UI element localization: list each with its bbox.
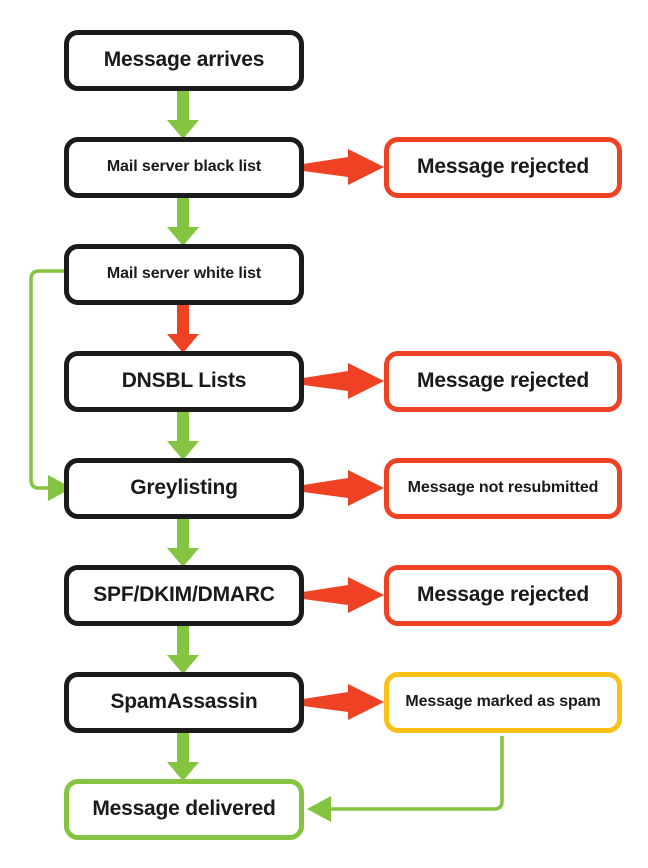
node-label: Greylisting	[130, 476, 238, 500]
node-dnsbl-lists[interactable]: DNSBL Lists	[64, 351, 304, 412]
edge-arrives-to-blacklist	[167, 90, 199, 139]
node-greylisting[interactable]: Greylisting	[64, 458, 304, 519]
node-rejected-blacklist[interactable]: Message rejected	[384, 137, 622, 198]
node-label: Message marked as spam	[405, 693, 601, 711]
node-label: DNSBL Lists	[121, 369, 247, 393]
node-label: Message arrives	[103, 48, 265, 72]
edge-spamassassin-to-spam	[303, 684, 384, 720]
node-label: Message rejected	[417, 369, 589, 393]
node-mail-server-black-list[interactable]: Mail server black list	[64, 137, 304, 198]
node-spamassassin[interactable]: SpamAssassin	[64, 672, 304, 733]
node-not-resubmitted[interactable]: Message not resubmitted	[384, 458, 622, 519]
edge-greylisting-to-auth	[167, 518, 199, 567]
node-label: Message delivered	[92, 797, 276, 821]
edge-blacklist-to-rejected	[303, 149, 384, 185]
edge-whitelist-to-dnsbl	[167, 304, 199, 353]
node-label: Message rejected	[417, 583, 589, 607]
node-message-delivered[interactable]: Message delivered	[64, 779, 304, 840]
edge-auth-to-rejected	[303, 577, 384, 613]
node-message-arrives[interactable]: Message arrives	[64, 30, 304, 91]
node-rejected-dnsbl[interactable]: Message rejected	[384, 351, 622, 412]
edge-dnsbl-to-greylisting	[167, 411, 199, 460]
node-label: SPF/DKIM/DMARC	[93, 583, 275, 607]
edge-spam-to-delivered	[307, 736, 504, 822]
node-rejected-auth[interactable]: Message rejected	[384, 565, 622, 626]
node-label: Mail server white list	[106, 265, 262, 283]
node-label: Message rejected	[417, 155, 589, 179]
node-spf-dkim-dmarc[interactable]: SPF/DKIM/DMARC	[64, 565, 304, 626]
node-marked-as-spam[interactable]: Message marked as spam	[384, 672, 622, 733]
edge-auth-to-spamassassin	[167, 625, 199, 674]
node-mail-server-white-list[interactable]: Mail server white list	[64, 244, 304, 305]
edge-dnsbl-to-rejected	[303, 363, 384, 399]
node-label: Message not resubmitted	[407, 479, 599, 497]
edge-blacklist-to-whitelist	[167, 197, 199, 246]
edge-spamassassin-to-delivered	[167, 732, 199, 781]
edge-greylisting-to-not-resubmitted	[303, 470, 384, 506]
node-label: SpamAssassin	[110, 690, 258, 714]
node-label: Mail server black list	[106, 158, 262, 176]
